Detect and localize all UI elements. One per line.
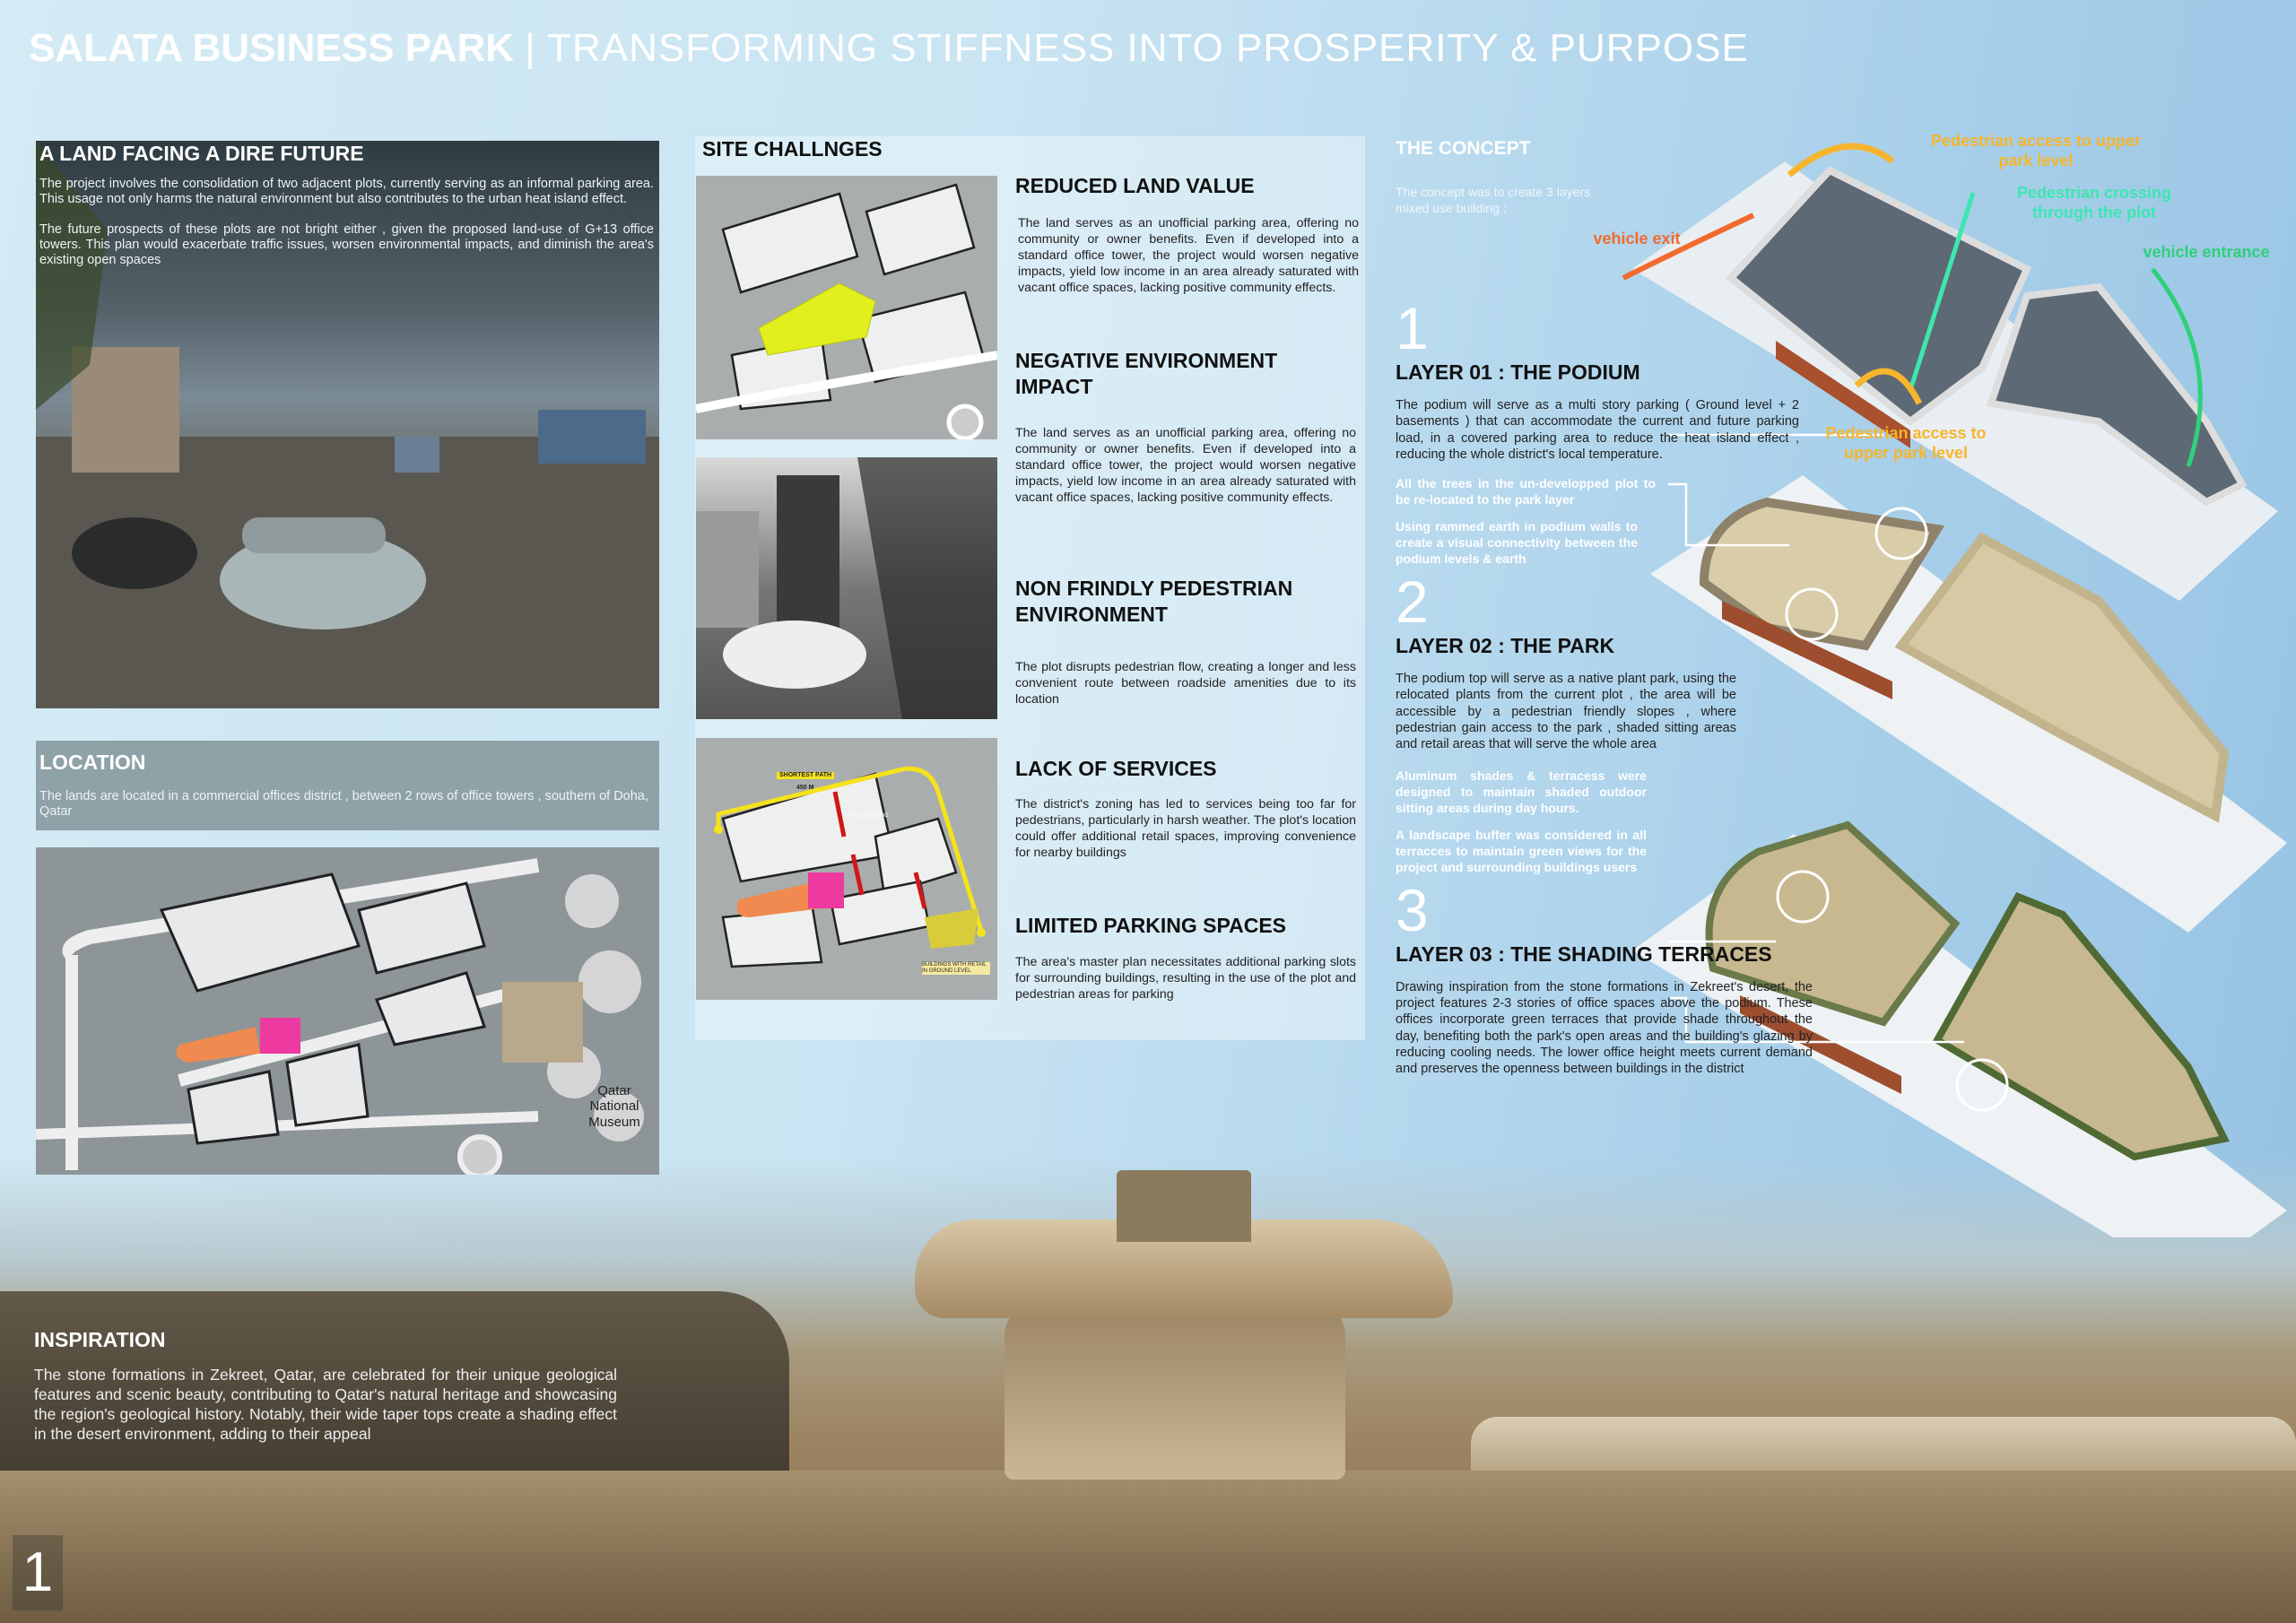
challenge-text-services: The district's zoning has led to service…	[1015, 797, 1356, 860]
podium-render	[1622, 143, 2278, 601]
rock-formation-stem	[1004, 1300, 1345, 1480]
challenge-title-environment: NEGATIVE ENVIRONMENT IMPACT	[1015, 349, 1278, 398]
location-text: The lands are located in a commercial of…	[39, 789, 648, 819]
label-vehicle-entrance: vehicle entrance	[2143, 243, 2270, 261]
concept-intro: The concept was to create 3 layers mixed…	[1396, 185, 1591, 215]
dire-future-p1: The project involves the consolidation o…	[39, 177, 654, 206]
location-map: Qatar National Museum	[36, 847, 659, 1175]
dire-future-p2: The future prospects of these plots are …	[39, 222, 654, 267]
concept-column: THE CONCEPT The concept was to create 3 …	[1396, 137, 1817, 1077]
title-bold: SALATA BUSINESS PARK	[29, 26, 515, 70]
desert-ground	[0, 1471, 2296, 1623]
layer-number-3: 3	[1396, 876, 1429, 943]
site-challenges-heading: SITE CHALLNGES	[702, 137, 883, 161]
concept-3d-renders	[1622, 143, 2287, 1237]
callout-landscape-buffer: A landscape buffer was considered in all…	[1396, 827, 1647, 874]
label-vehicle-exit: vehicle exit	[1593, 230, 1681, 247]
challenge-text-land-value: The land serves as an unofficial parking…	[1018, 216, 1359, 295]
challenge-title-pedestrian: NON FRINDLY PEDESTRIAN ENVIRONMENT	[1015, 577, 1293, 626]
no-crossing-label: NO CROSSING	[850, 813, 889, 819]
layer-3-text: Drawing inspiration from the stone forma…	[1396, 979, 1813, 1077]
challenge-text-environment: The land serves as an unofficial parking…	[1015, 426, 1356, 505]
challenge-title-parking: LIMITED PARKING SPACES	[1015, 914, 1286, 937]
dire-future-text: The project involves the consolidation o…	[39, 177, 654, 268]
location-heading: LOCATION	[39, 751, 146, 774]
layer-2-title: LAYER 02 : THE PARK	[1396, 634, 1615, 658]
layer-number-2: 2	[1396, 568, 1429, 636]
shortest-path-label: SHORTEST PATH	[777, 772, 835, 780]
street-photo-shapes	[696, 457, 997, 719]
callout-rammed-earth: Using rammed earth in podium walls to cr…	[1396, 519, 1638, 567]
retail-label: BUILDINGS WITH RETAIL IN GROUND LEVEL	[922, 962, 990, 975]
inspiration-text: The stone formations in Zekreet, Qatar, …	[34, 1366, 617, 1443]
challenge-title-services: LACK OF SERVICES	[1015, 757, 1217, 780]
layer-3-title: LAYER 03 : THE SHADING TERRACES	[1396, 942, 1772, 966]
challenge-text-parking: The area's master plan necessitates addi…	[1015, 955, 1356, 1002]
callout-relocated-trees: All the trees in the un-developped plot …	[1396, 476, 1656, 508]
layer-number-1: 1	[1396, 295, 1429, 361]
label-ped-access-bottom: Pedestrian access to upper park level	[1825, 424, 1987, 462]
pedestrian-path-map	[714, 766, 986, 968]
dire-future-panel: A LAND FACING A DIRE FUTURE The project …	[36, 141, 659, 708]
callout-aluminum-shades: Aluminum shades & terracess were designe…	[1396, 768, 1647, 815]
street-photo-bw	[696, 457, 997, 719]
layer-2-text: The podium top will serve as a native pl…	[1396, 672, 1736, 752]
location-panel: LOCATION The lands are located in a comm…	[36, 741, 659, 830]
challenge-map-land-value	[696, 176, 997, 439]
challenge-map-pedestrian: SHORTEST PATH 450 M NO CROSSING BUILDING…	[696, 738, 997, 1000]
title-subtitle: | TRANSFORMING STIFFNESS INTO PROSPERITY…	[525, 26, 1749, 70]
aerial-map-highlight	[696, 183, 997, 439]
distance-label: 450 M	[796, 785, 814, 791]
inspiration-heading: INSPIRATION	[34, 1328, 166, 1351]
rock-ridge-distant	[1471, 1417, 2296, 1480]
challenge-text-pedestrian: The plot disrupts pedestrian flow, creat…	[1015, 660, 1356, 707]
label-ped-access-top: Pedestrian access to upper park level	[1930, 132, 2142, 169]
layer-1-title: LAYER 01 : THE PODIUM	[1396, 360, 1640, 384]
dire-future-heading: A LAND FACING A DIRE FUTURE	[39, 142, 364, 165]
park-render	[1650, 433, 2287, 933]
page-number: 1	[13, 1535, 63, 1610]
qatar-museum-label: Qatar National Museum	[588, 1083, 640, 1130]
rock-ridge	[0, 1291, 789, 1497]
stone-tower	[1117, 1170, 1251, 1242]
layer-1-text: The podium will serve as a multi story p…	[1396, 398, 1799, 462]
page-title: SALATA BUSINESS PARK | TRANSFORMING STIF…	[29, 25, 1749, 72]
concept-heading: THE CONCEPT	[1396, 138, 1531, 159]
location-aerial-map	[36, 858, 644, 1175]
label-ped-crossing: Pedestrian crossing through the plot	[2016, 184, 2172, 221]
challenge-title-land-value: REDUCED LAND VALUE	[1015, 174, 1255, 197]
parking-lot-photo	[36, 141, 659, 708]
terraces-render	[1632, 820, 2287, 1237]
